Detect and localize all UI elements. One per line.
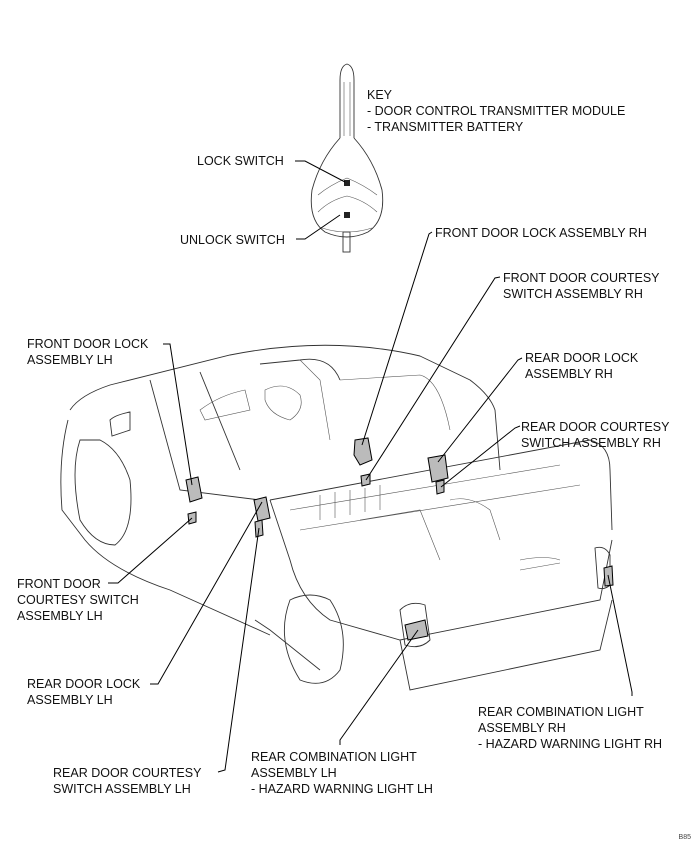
rear-combination-light-lh-part: [404, 619, 429, 641]
unlock-switch-label: UNLOCK SWITCH: [180, 233, 285, 247]
callout-line: ASSEMBLY LH: [27, 693, 113, 707]
callout-line: ASSEMBLY LH: [27, 353, 113, 367]
callout-line: FRONT DOOR LOCK: [27, 337, 149, 351]
unlock-button-icon: [344, 212, 350, 218]
leader-rear-door-lock-lh: [150, 501, 263, 685]
callout-front-door-lock-lh: FRONT DOOR LOCK ASSEMBLY LH: [27, 336, 148, 368]
key-label-line: - TRANSMITTER BATTERY: [367, 120, 524, 134]
leader-front-door-lock-rh: [361, 231, 433, 446]
lock-button-icon: [344, 180, 350, 186]
callout-line: REAR DOOR COURTESY: [521, 420, 670, 434]
callout-line: ASSEMBLY LH: [251, 766, 337, 780]
key-label-line: KEY: [367, 88, 393, 102]
callout-line: SWITCH ASSEMBLY LH: [53, 782, 191, 796]
callout-line: SWITCH ASSEMBLY RH: [521, 436, 661, 450]
rear-door-courtesy-switch-rh-part: [435, 479, 445, 495]
leader-unlock-switch: [296, 214, 341, 240]
callout-rear-combination-light-rh: REAR COMBINATION LIGHT ASSEMBLY RH - HAZ…: [478, 704, 662, 752]
callout-line: - HAZARD WARNING LIGHT RH: [478, 737, 663, 751]
callout-line: FRONT DOOR COURTESY: [503, 271, 660, 285]
callout-line: REAR DOOR LOCK: [27, 677, 141, 691]
callout-rear-door-courtesy-switch-lh: REAR DOOR COURTESY SWITCH ASSEMBLY LH: [53, 765, 201, 797]
callout-rear-door-lock-lh: REAR DOOR LOCK ASSEMBLY LH: [27, 676, 140, 708]
callout-rear-door-lock-rh: REAR DOOR LOCK ASSEMBLY RH: [525, 350, 638, 382]
callout-line: ASSEMBLY RH: [525, 367, 613, 381]
components: [185, 437, 614, 641]
callout-line: COURTESY SWITCH: [17, 593, 139, 607]
callout-line: FRONT DOOR: [17, 577, 101, 591]
rear-door-lock-rh-part: [427, 454, 449, 483]
leader-rear-combination-light-rh: [607, 574, 633, 696]
front-door-lock-rh-part: [353, 437, 373, 466]
callout-line: REAR DOOR LOCK: [525, 351, 639, 365]
callout-line: - HAZARD WARNING LIGHT LH: [251, 782, 433, 796]
callout-line: REAR COMBINATION LIGHT: [478, 705, 644, 719]
callout-rear-combination-light-lh: REAR COMBINATION LIGHT ASSEMBLY LH - HAZ…: [251, 749, 433, 797]
callout-line: ASSEMBLY LH: [17, 609, 103, 623]
leader-front-door-lock-lh: [163, 343, 193, 486]
callout-line: REAR COMBINATION LIGHT: [251, 750, 417, 764]
leader-rear-door-courtesy-lh: [217, 527, 260, 773]
figure-code: B85: [678, 834, 691, 841]
lock-switch-label: LOCK SWITCH: [197, 154, 284, 168]
leader-rear-combination-light-lh: [339, 629, 419, 745]
callout-front-door-lock-rh: FRONT DOOR LOCK ASSEMBLY RH: [435, 225, 647, 241]
key-label: KEY - DOOR CONTROL TRANSMITTER MODULE - …: [367, 87, 625, 135]
front-door-lock-lh-part: [185, 476, 203, 503]
leader-front-door-courtesy-lh: [108, 517, 193, 584]
leader-lock-switch: [295, 160, 346, 183]
key-label-line: - DOOR CONTROL TRANSMITTER MODULE: [367, 104, 626, 118]
callout-line: REAR DOOR COURTESY: [53, 766, 202, 780]
truck-body-outline: [60, 344, 613, 691]
leader-rear-door-courtesy-rh: [440, 425, 521, 488]
leader-lines: [108, 160, 633, 773]
callout-front-door-courtesy-switch-rh: FRONT DOOR COURTESY SWITCH ASSEMBLY RH: [503, 270, 660, 302]
callout-rear-door-courtesy-switch-rh: REAR DOOR COURTESY SWITCH ASSEMBLY RH: [521, 419, 669, 451]
leader-rear-door-lock-rh: [437, 357, 523, 463]
callout-line: SWITCH ASSEMBLY RH: [503, 287, 643, 301]
rear-door-lock-lh-part: [253, 496, 271, 522]
key-illustration: [310, 63, 384, 253]
leader-front-door-courtesy-rh: [365, 276, 501, 481]
callout-line: FRONT DOOR LOCK ASSEMBLY RH: [435, 226, 647, 240]
callout-front-door-courtesy-switch-lh: FRONT DOOR COURTESY SWITCH ASSEMBLY LH: [17, 576, 139, 624]
callout-line: ASSEMBLY RH: [478, 721, 566, 735]
